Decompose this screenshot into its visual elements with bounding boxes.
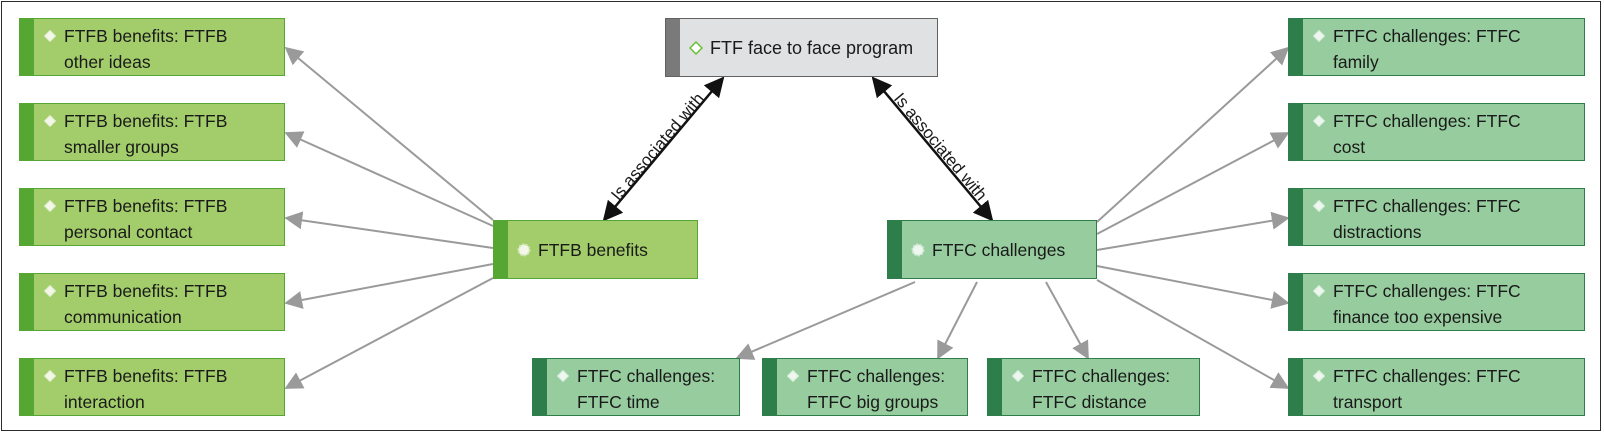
benefit-node[interactable]: FTFB benefits: FTFB interaction (19, 358, 285, 416)
center-node-label: FTF face to face program (710, 37, 914, 58)
benefit-node-title: FTFB benefits: FTFB (64, 111, 228, 131)
node-accent-bar (494, 221, 508, 278)
node-accent-bar (20, 189, 34, 245)
hub-node-challenges[interactable]: FTFC challenges (887, 220, 1097, 279)
challenge-node[interactable]: FTFC challenges: FTFC family (1288, 18, 1585, 76)
link-benefit-other-ideas (284, 46, 494, 221)
node-accent-bar (666, 19, 680, 76)
node-accent-bar (1289, 274, 1303, 330)
node-accent-bar (763, 359, 777, 415)
node-accent-bar (20, 274, 34, 330)
node-accent-bar (1289, 104, 1303, 160)
category-flower-icon (911, 243, 925, 257)
category-flower-icon (517, 243, 531, 257)
challenge-node[interactable]: FTFC challenges: FTFC distance (987, 358, 1200, 416)
code-diamond-icon (1312, 199, 1326, 213)
challenge-node-title: FTFC challenges: FTFC (1333, 281, 1521, 301)
challenge-node[interactable]: FTFC challenges: FTFC transport (1288, 358, 1585, 416)
code-diamond-icon (1312, 114, 1326, 128)
code-diamond-icon (786, 369, 800, 383)
node-accent-bar (20, 19, 34, 75)
code-diamond-icon (1312, 284, 1326, 298)
hub-node-benefits[interactable]: FTFB benefits (493, 220, 698, 279)
code-diamond-icon (1312, 369, 1326, 383)
challenge-node-detail: transport (1333, 392, 1403, 412)
association-link-benefits (602, 76, 725, 222)
center-node-ftf-program[interactable]: FTF face to face program (665, 18, 938, 77)
challenge-node-title: FTFC challenges: FTFC (1333, 26, 1521, 46)
node-accent-bar (533, 359, 547, 415)
challenge-node-title: FTFC challenges: FTFC (1333, 366, 1521, 386)
challenge-node-detail: finance too expensive (1333, 307, 1503, 327)
hub-challenges-label: FTFC challenges (932, 239, 1066, 260)
benefit-node-detail: other ideas (64, 52, 151, 72)
benefit-node[interactable]: FTFB benefits: FTFB personal contact (19, 188, 285, 246)
benefit-node-detail: interaction (64, 392, 145, 412)
code-diamond-icon (556, 369, 570, 383)
challenge-node[interactable]: FTFC challenges: FTFC cost (1288, 103, 1585, 161)
challenge-node-title: FTFC challenges: (807, 366, 946, 386)
challenge-node-detail: FTFC big groups (807, 392, 939, 412)
challenge-node[interactable]: FTFC challenges: FTFC finance too expensi… (1288, 273, 1585, 331)
node-accent-bar (1289, 189, 1303, 245)
node-accent-bar (20, 104, 34, 160)
code-diamond-icon (43, 284, 57, 298)
challenge-node-detail: FTFC time (577, 392, 660, 412)
challenge-node-detail: family (1333, 52, 1379, 72)
hub-benefits-label: FTFB benefits (538, 239, 648, 260)
challenge-node[interactable]: FTFC challenges: FTFC distractions (1288, 188, 1585, 246)
node-accent-bar (1289, 359, 1303, 415)
challenge-node-title: FTFC challenges: (577, 366, 716, 386)
link-challenge-distractions (1096, 211, 1290, 251)
benefit-node-title: FTFB benefits: FTFB (64, 281, 228, 301)
benefit-node-title: FTFB benefits: FTFB (64, 26, 228, 46)
node-accent-bar (20, 359, 34, 415)
code-diamond-icon (689, 40, 703, 55)
code-diamond-icon (43, 369, 57, 383)
benefit-node[interactable]: FTFB benefits: FTFB other ideas (19, 18, 285, 76)
benefit-node-title: FTFB benefits: FTFB (64, 196, 228, 216)
benefit-node-detail: personal contact (64, 222, 193, 242)
node-accent-bar (988, 359, 1002, 415)
challenge-node-detail: distractions (1333, 222, 1422, 242)
link-challenge-distance (1045, 281, 1089, 360)
link-challenge-cost (1096, 132, 1290, 235)
benefit-node-detail: communication (64, 307, 182, 327)
challenge-node[interactable]: FTFC challenges: FTFC big groups (762, 358, 968, 416)
link-challenge-finance (1096, 265, 1290, 309)
benefit-node[interactable]: FTFB benefits: FTFB communication (19, 273, 285, 331)
link-challenge-family (1096, 46, 1290, 223)
challenge-node[interactable]: FTFC challenges: FTFC time (532, 358, 740, 416)
code-diamond-icon (43, 114, 57, 128)
challenge-node-title: FTFC challenges: FTFC (1333, 111, 1521, 131)
code-diamond-icon (1011, 369, 1025, 383)
link-benefit-smaller-groups (284, 131, 494, 227)
code-diamond-icon (1312, 29, 1326, 43)
link-benefit-interaction (284, 277, 494, 389)
challenge-node-title: FTFC challenges: FTFC (1333, 196, 1521, 216)
benefit-node[interactable]: FTFB benefits: FTFB smaller groups (19, 103, 285, 161)
link-challenge-transport (1096, 279, 1290, 389)
link-challenge-time (735, 281, 916, 360)
node-accent-bar (888, 221, 902, 278)
node-accent-bar (1289, 19, 1303, 75)
link-benefit-communication (284, 263, 494, 309)
code-diamond-icon (43, 199, 57, 213)
association-link-challenges (871, 76, 994, 222)
challenge-node-detail: FTFC distance (1032, 392, 1147, 412)
benefit-node-title: FTFB benefits: FTFB (64, 366, 228, 386)
benefit-node-detail: smaller groups (64, 137, 179, 157)
challenge-node-title: FTFC challenges: (1032, 366, 1171, 386)
code-diamond-icon (43, 29, 57, 43)
link-challenge-big-groups (937, 281, 978, 360)
link-benefit-personal-contact (284, 211, 494, 249)
challenge-node-detail: cost (1333, 137, 1366, 157)
